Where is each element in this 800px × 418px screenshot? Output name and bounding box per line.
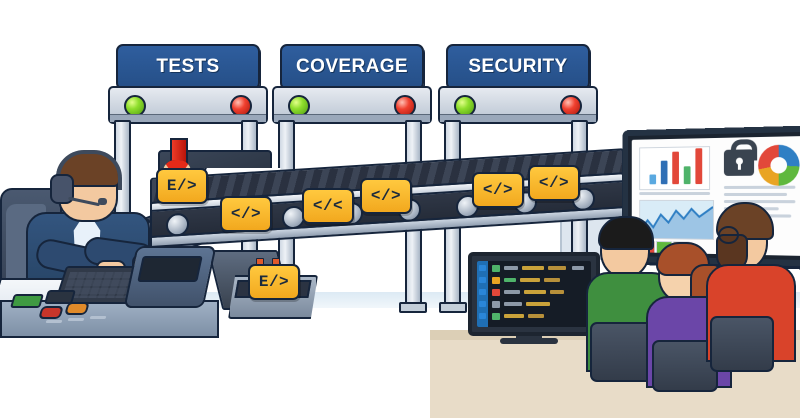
code-monitor-base bbox=[500, 338, 558, 344]
gate-sign-tests: TESTS bbox=[116, 44, 260, 90]
code-row-marker bbox=[492, 265, 500, 272]
fail-lamp-icon bbox=[394, 95, 416, 117]
gate-foot-left bbox=[439, 302, 467, 313]
code-tag-belt-4[interactable]: </> bbox=[472, 172, 524, 208]
code-token bbox=[548, 266, 566, 270]
code-token bbox=[520, 278, 540, 282]
code-token bbox=[550, 290, 564, 294]
bar bbox=[672, 151, 679, 185]
code-tag-label: </< bbox=[312, 197, 344, 215]
bar bbox=[660, 160, 668, 185]
observer-hair bbox=[656, 242, 710, 276]
code-row-marker bbox=[492, 313, 500, 320]
console-indicator-1 bbox=[45, 320, 63, 323]
code-token bbox=[504, 314, 524, 318]
observer-seat bbox=[590, 322, 656, 382]
headset-band-icon bbox=[56, 150, 122, 190]
pass-lamp-icon bbox=[288, 95, 310, 117]
donut-center bbox=[770, 156, 788, 174]
fail-lamp-icon bbox=[560, 95, 582, 117]
operator-monitor-screen bbox=[137, 256, 203, 282]
code-tag-reject-bin[interactable]: E/> bbox=[248, 264, 300, 300]
gate-sign-coverage: COVERAGE bbox=[280, 44, 424, 90]
console-indicator-2 bbox=[67, 318, 85, 321]
metrics-wall-display[interactable] bbox=[622, 125, 800, 267]
code-token bbox=[522, 266, 544, 270]
observer-red-shirt bbox=[706, 198, 800, 372]
code-tag-label: </> bbox=[538, 174, 570, 192]
gate-label-tests: TESTS bbox=[156, 56, 220, 77]
console-indicator-3 bbox=[89, 316, 107, 319]
gate-crossbar-tests bbox=[108, 86, 268, 124]
code-token bbox=[504, 278, 516, 282]
code-token bbox=[524, 290, 546, 294]
headset-mic-icon bbox=[98, 198, 107, 205]
gate-foot-right bbox=[399, 302, 427, 313]
code-row-marker bbox=[492, 289, 500, 296]
code-token bbox=[544, 278, 560, 282]
code-tag-label: </> bbox=[370, 187, 402, 205]
gate-crossbar-coverage bbox=[272, 86, 432, 124]
code-token bbox=[526, 302, 550, 306]
code-tag-label: </> bbox=[482, 181, 514, 199]
code-token bbox=[528, 314, 544, 318]
trend-line-svg bbox=[640, 201, 713, 239]
build-metrics-bar-chart bbox=[639, 146, 711, 191]
gate-sign-security: SECURITY bbox=[446, 44, 590, 90]
code-tag-belt-1[interactable]: </> bbox=[220, 196, 272, 232]
code-tag-belt-5[interactable]: </> bbox=[528, 165, 580, 201]
bar bbox=[649, 174, 657, 185]
observer-seat bbox=[710, 316, 774, 372]
code-tag-label: E/> bbox=[258, 273, 290, 291]
trend-line-chart bbox=[639, 199, 714, 240]
code-tag-belt-3[interactable]: </> bbox=[360, 178, 412, 214]
fail-lamp-icon bbox=[230, 95, 252, 117]
code-tag-label: </> bbox=[230, 205, 262, 223]
security-lock-shackle-icon bbox=[730, 139, 758, 161]
dashboard-text-line bbox=[723, 192, 788, 196]
dashboard-text-line bbox=[723, 185, 796, 189]
code-row-marker bbox=[492, 301, 500, 308]
glasses-icon bbox=[718, 226, 739, 244]
bar bbox=[683, 166, 691, 185]
console-green-switch[interactable] bbox=[9, 294, 45, 308]
bar bbox=[695, 148, 703, 185]
gate-label-coverage: COVERAGE bbox=[296, 56, 408, 77]
code-tag-label: E/> bbox=[166, 177, 198, 195]
code-review-monitor[interactable] bbox=[468, 252, 600, 336]
code-tag-rejected-top[interactable]: E/> bbox=[156, 168, 208, 204]
pass-lamp-icon bbox=[454, 95, 476, 117]
code-editor-screen bbox=[477, 261, 591, 327]
code-token bbox=[504, 290, 520, 294]
gate-label-security: SECURITY bbox=[468, 56, 568, 77]
pass-lamp-icon bbox=[124, 95, 146, 117]
dashboard-text-line bbox=[639, 192, 711, 196]
code-token bbox=[504, 266, 518, 270]
gate-crossbar-security bbox=[438, 86, 598, 124]
code-row-marker bbox=[492, 277, 500, 284]
dashboard-page bbox=[631, 136, 800, 256]
observer-hair bbox=[598, 216, 654, 250]
code-token bbox=[504, 302, 522, 306]
code-token bbox=[572, 266, 584, 270]
security-lock-keyhole-stem-icon bbox=[737, 162, 741, 170]
code-tag-belt-2[interactable]: </< bbox=[302, 188, 354, 224]
